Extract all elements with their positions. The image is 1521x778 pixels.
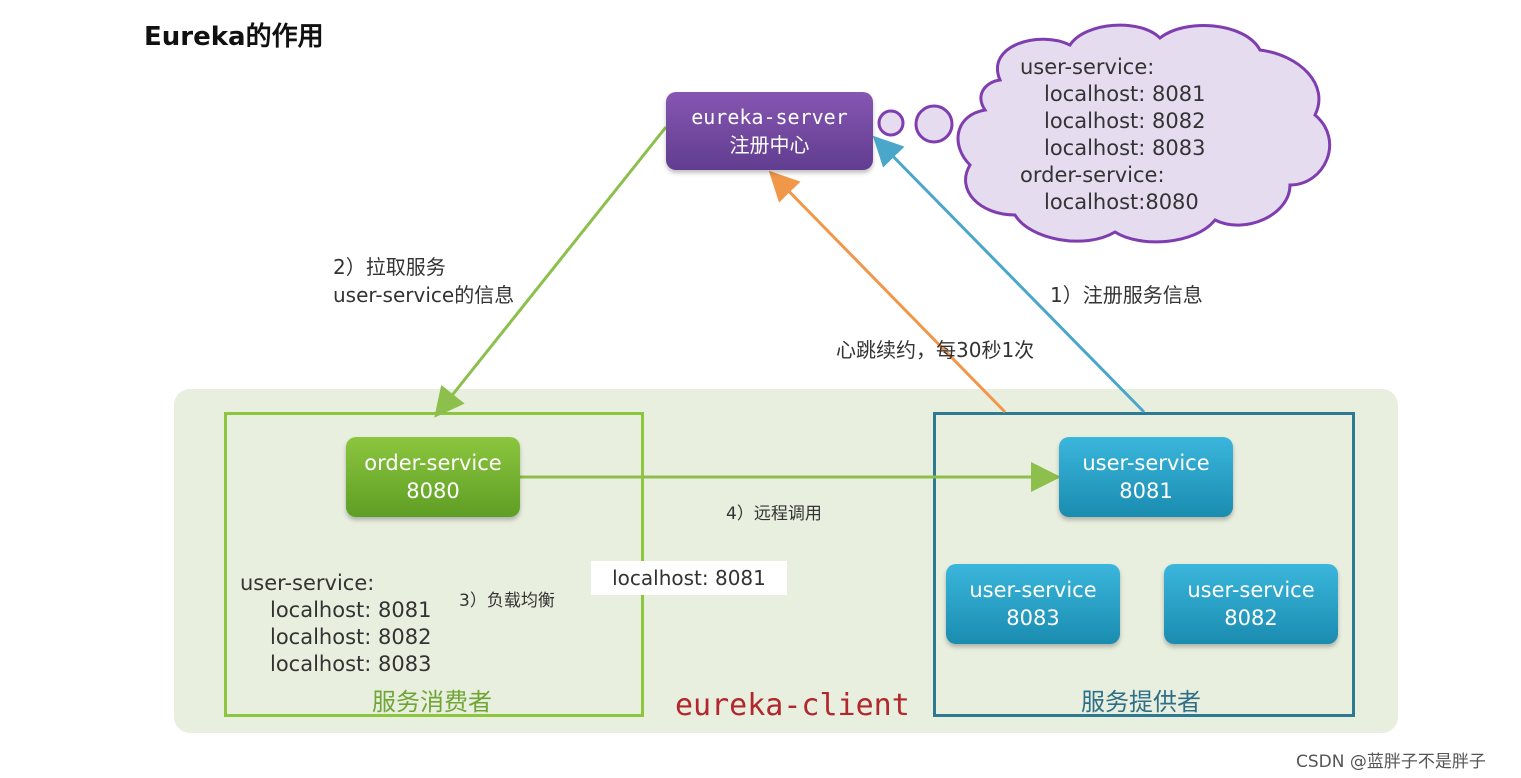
heartbeat-arrow — [768, 170, 1007, 414]
user-service-node-8081: user-service 8081 — [1059, 437, 1233, 517]
user-service-node-8083: user-service 8083 — [946, 564, 1120, 644]
registry-list: user-service: localhost: 8081 localhost:… — [1020, 54, 1205, 216]
user-service-name: user-service — [969, 578, 1097, 602]
load-balance-label: 3）负载均衡 — [459, 591, 555, 611]
pull-label-line1: 2）拉取服务 — [333, 255, 446, 279]
registry-line: order-service: — [1020, 163, 1165, 187]
user-service-node-8082: user-service 8082 — [1164, 564, 1338, 644]
heartbeat-label: 心跳续约，每30秒1次 — [836, 338, 1035, 362]
consumer-cache-line: localhost: 8083 — [270, 652, 432, 676]
thought-bubble-medium — [877, 109, 905, 137]
server-subtitle: 注册中心 — [729, 133, 810, 157]
page-title: Eureka的作用 — [144, 22, 324, 52]
thought-bubble-large — [914, 104, 954, 144]
user-service-name: user-service — [1082, 451, 1210, 475]
order-service-node: order-service 8080 — [346, 437, 520, 517]
order-service-name: order-service — [364, 451, 502, 475]
watermark: CSDN @蓝胖子不是胖子 — [1296, 752, 1486, 772]
user-service-port: 8081 — [1119, 479, 1173, 503]
provider-caption: 服务提供者 — [1081, 688, 1201, 716]
consumer-cache-line: localhost: 8081 — [270, 598, 432, 622]
consumer-cache-list: user-service: localhost: 8081 localhost:… — [240, 570, 431, 678]
registry-line: localhost: 8083 — [1044, 136, 1206, 160]
consumer-cache-line: user-service: — [240, 571, 375, 595]
chosen-instance: localhost: 8081 — [591, 561, 787, 595]
register-arrow — [872, 135, 1146, 414]
user-service-port: 8083 — [1006, 606, 1060, 630]
server-name: eureka-server — [691, 105, 848, 129]
registry-line: user-service: — [1020, 55, 1155, 79]
eureka-client-caption: eureka-client — [675, 688, 910, 723]
provider-group-box — [933, 412, 1355, 717]
user-service-port: 8082 — [1224, 606, 1278, 630]
user-service-name: user-service — [1187, 578, 1315, 602]
register-label: 1）注册服务信息 — [1050, 283, 1203, 307]
registry-line: localhost:8080 — [1044, 190, 1199, 214]
registry-line: localhost: 8081 — [1044, 82, 1206, 106]
registry-cloud — [956, 23, 1332, 244]
remote-call-label: 4）远程调用 — [726, 504, 822, 524]
eureka-server-node: eureka-server 注册中心 — [666, 92, 873, 170]
order-service-port: 8080 — [406, 479, 460, 503]
pull-arrow — [434, 126, 668, 418]
registry-line: localhost: 8082 — [1044, 109, 1206, 133]
consumer-cache-line: localhost: 8082 — [270, 625, 432, 649]
pull-label-line2: user-service的信息 — [333, 283, 515, 307]
consumer-caption: 服务消费者 — [372, 688, 492, 716]
